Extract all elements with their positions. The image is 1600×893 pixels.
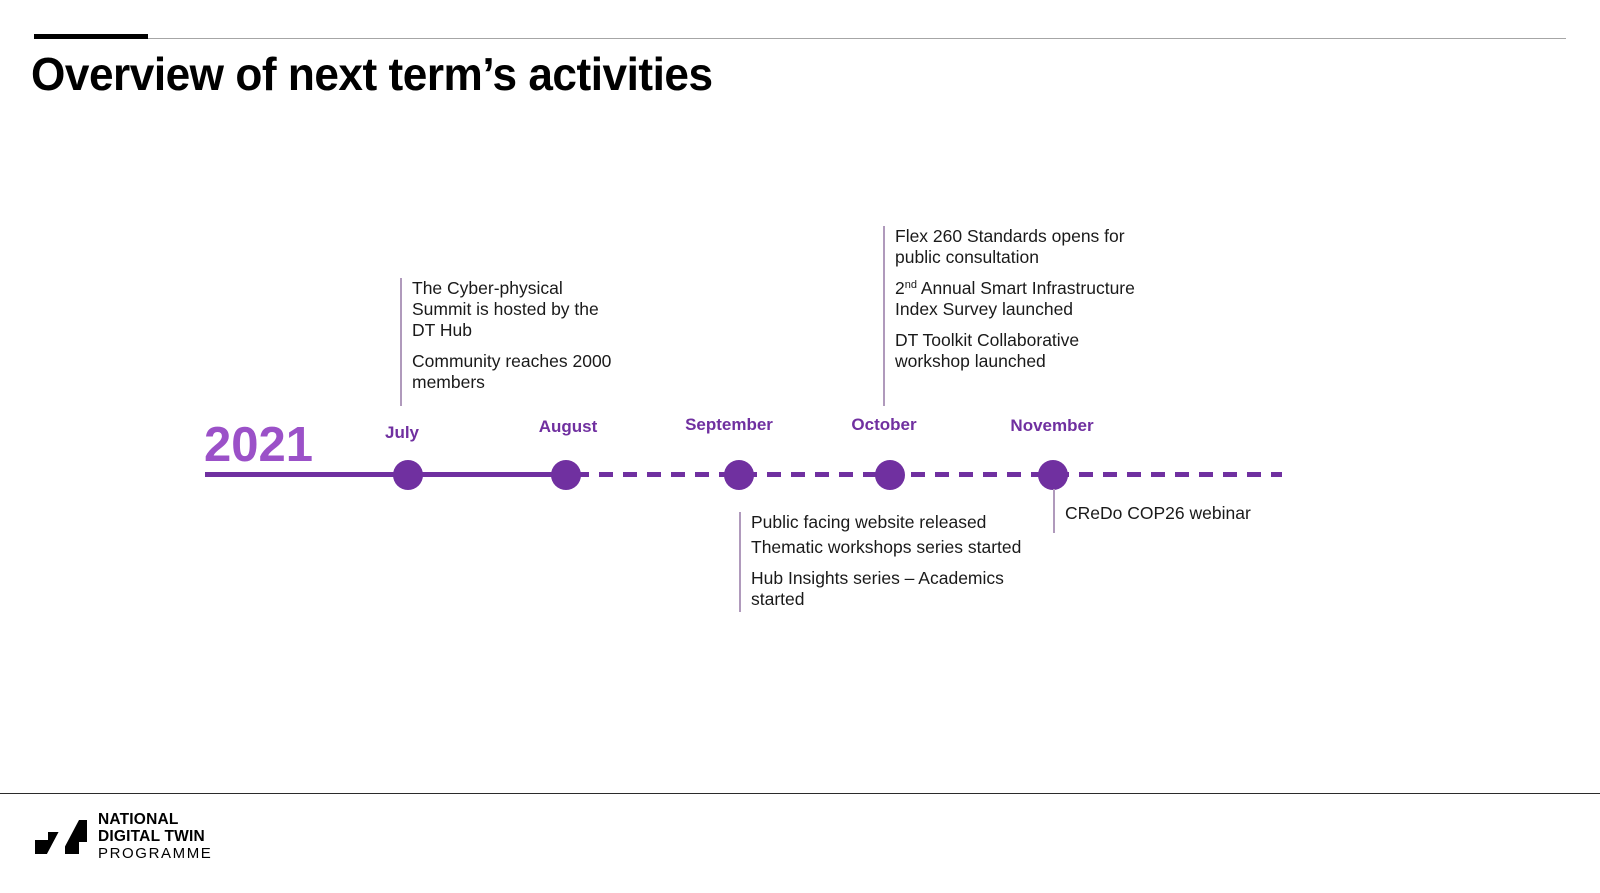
callout-november: CReDo COP26 webinar [1053,489,1268,533]
callout-july-item-1: The Cyber-physical Summit is hosted by t… [412,278,599,340]
callout-october-item-2-number: 2 [895,278,905,298]
timeline-node-november[interactable] [1038,460,1068,490]
timeline-axis-solid [205,472,577,477]
callout-september: Public facing website released Thematic … [739,512,1029,612]
month-label-september: September [685,415,773,434]
ndtp-logo-line-2: DIGITAL TWIN [98,827,205,845]
ndtp-logo-wordmark: NATIONAL DIGITAL TWIN PROGRAMME [98,811,213,862]
month-label-august: August [538,417,598,436]
timeline-axis-dashed [575,472,1282,477]
callout-october-item-1: Flex 260 Standards opens for public cons… [895,226,1125,267]
callout-september-item-1: Public facing website released [751,512,987,532]
callout-october-item-3: DT Toolkit Collaborative workshop launch… [895,330,1080,371]
callout-july-item-2: Community reaches 2000 members [412,351,612,392]
month-label-november: November [1010,416,1094,435]
ndtp-logo: NATIONAL DIGITAL TWIN PROGRAMME [35,811,213,862]
timeline-node-september[interactable] [724,460,754,490]
callout-july: The Cyber-physical Summit is hosted by t… [400,278,615,406]
callout-october-item-2-text: Annual Smart Infrastructure Index Survey… [895,278,1135,319]
callout-october: Flex 260 Standards opens for public cons… [883,226,1153,406]
footer-divider [0,793,1600,794]
timeline-node-july[interactable] [393,460,423,490]
callout-september-item-2: Thematic workshops series started [751,537,1022,557]
month-label-october: October [851,415,917,434]
callout-october-item-2: 2nd Annual Smart Infrastructure Index Su… [895,278,1153,320]
callout-september-item-3: Hub Insights series – Academics started [751,568,1004,609]
ndtp-logo-mark-icon [35,820,87,854]
ndtp-logo-line-1: NATIONAL [98,811,179,828]
header-rule-accent [34,34,148,39]
callout-november-item-1: CReDo COP26 webinar [1065,503,1251,523]
timeline-node-august[interactable] [551,460,581,490]
callout-october-item-2-ordinal: nd [904,279,917,291]
ndtp-logo-line-3: PROGRAMME [98,845,213,862]
header-rule-thin [34,38,1566,39]
timeline-year-label: 2021 [204,418,314,472]
month-label-july: July [384,423,420,442]
page-title: Overview of next term’s activities [31,48,713,100]
timeline-node-october[interactable] [875,460,905,490]
